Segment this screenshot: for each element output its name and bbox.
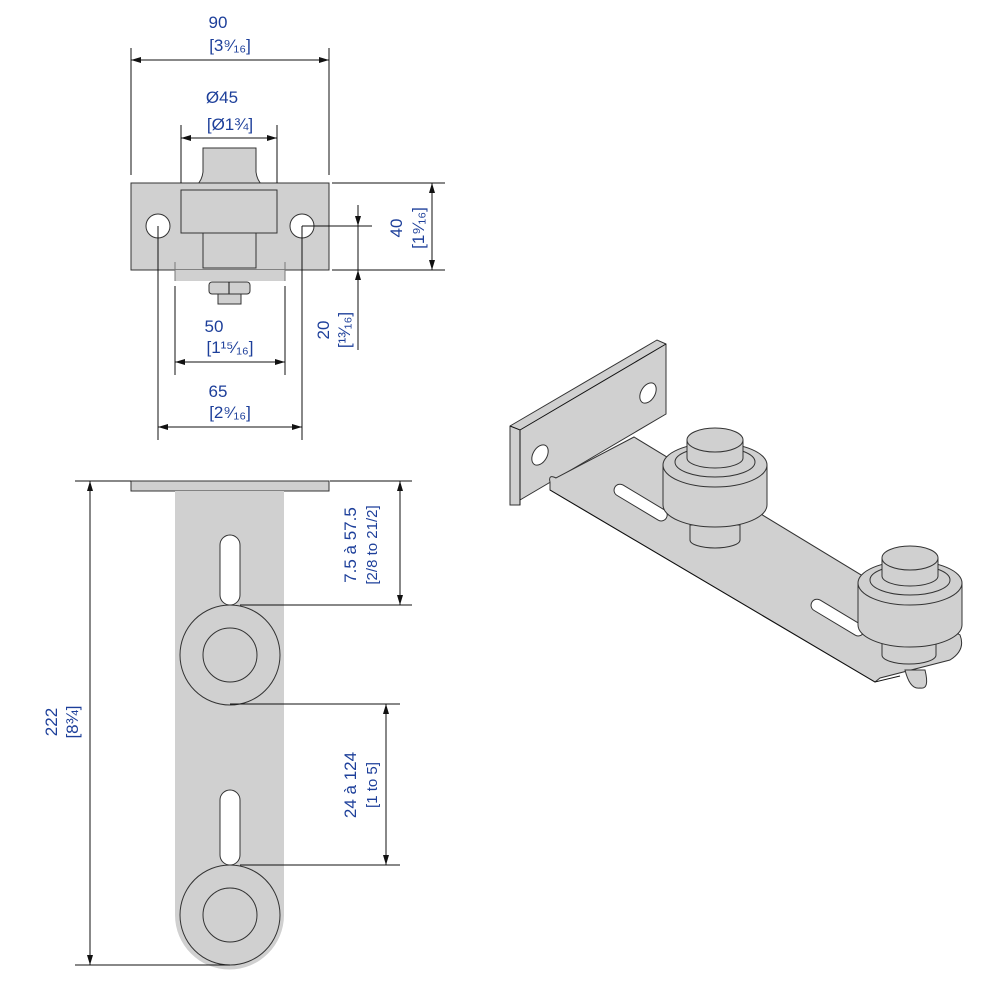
top-view: 90 [3⁹⁄₁₆] Ø45 [Ø1¾] 40 [1⁹⁄₁₆] 20 [¹³⁄₁… bbox=[130, 13, 445, 440]
strap-width-dimension: 50 bbox=[205, 317, 224, 336]
second-roller-range-dimension: 24 à 124 bbox=[341, 752, 360, 818]
roller-axle bbox=[202, 232, 257, 269]
roller-2-hub bbox=[202, 887, 258, 943]
adjustment-slot-1 bbox=[219, 534, 241, 606]
iso-roller-1 bbox=[662, 427, 768, 549]
iso-slot-1 bbox=[613, 483, 668, 522]
adjustment-slot-2 bbox=[219, 789, 241, 866]
first-roller-range-imperial: [2/8 to 21/2] bbox=[364, 505, 381, 584]
diameter-dimension: Ø45 bbox=[206, 88, 238, 107]
hole-spacing-dimension: 65 bbox=[209, 382, 228, 401]
iso-roller-2 bbox=[857, 545, 963, 689]
strap bbox=[175, 491, 284, 970]
first-roller-range-dimension: 7.5 à 57.5 bbox=[341, 507, 360, 583]
diameter-dimension-imperial: [Ø1¾] bbox=[207, 115, 253, 134]
roller-1-hub bbox=[202, 627, 258, 683]
hole-offset-dimension-imperial: [¹³⁄₁₆] bbox=[335, 312, 354, 348]
hole-spacing-dimension-imperial: [2⁹⁄₁₆] bbox=[209, 403, 251, 422]
roller-body bbox=[180, 189, 278, 234]
hole-offset-dimension: 20 bbox=[314, 321, 333, 340]
height-dimension-imperial: [1⁹⁄₁₆] bbox=[409, 207, 428, 249]
side-view: 222 [8¾] 7.5 à 57.5 [2/8 to 21/2] 24 à 1… bbox=[42, 480, 412, 970]
bolt-end bbox=[217, 293, 242, 305]
mounting-plate-edge bbox=[130, 480, 330, 492]
width-dimension: 90 bbox=[209, 13, 228, 32]
length-dimension: 222 bbox=[42, 708, 61, 736]
height-dimension: 40 bbox=[387, 219, 406, 238]
strap-width-dimension-imperial: [1¹⁵⁄₁₆] bbox=[206, 338, 253, 357]
length-dimension-imperial: [8¾] bbox=[63, 705, 82, 738]
iso-hole-2 bbox=[639, 382, 657, 404]
width-dimension-imperial: [3⁹⁄₁₆] bbox=[209, 36, 251, 55]
strap-flange bbox=[175, 270, 285, 281]
isometric-view bbox=[509, 339, 963, 689]
iso-hole-1 bbox=[531, 444, 549, 466]
iso-mounting-plate bbox=[509, 339, 667, 506]
second-roller-range-imperial: [1 to 5] bbox=[364, 762, 381, 808]
